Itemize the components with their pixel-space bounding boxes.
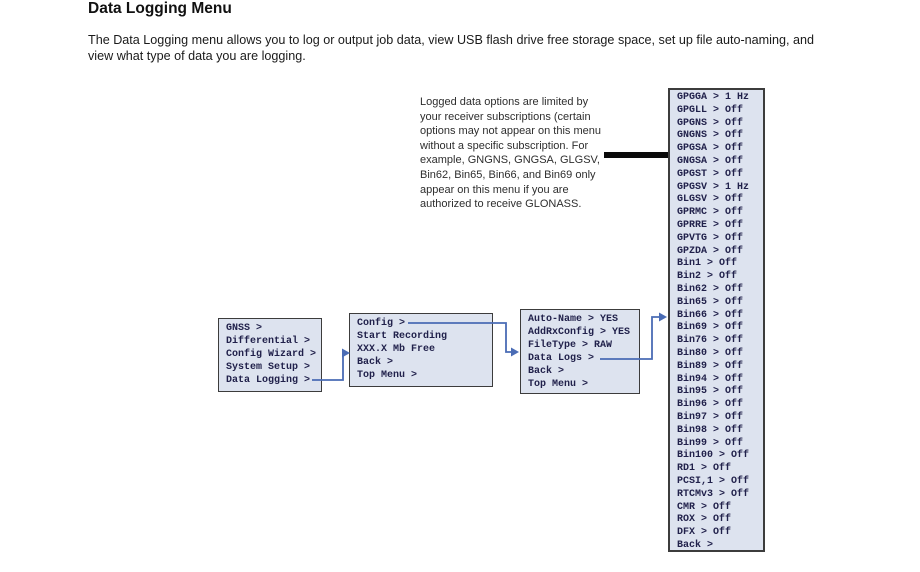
note-line: your receiver subscriptions (certain — [420, 110, 591, 123]
callout-bar — [604, 152, 668, 158]
menu-item: PCSI,1 > Off — [677, 475, 750, 487]
menu-item: GNGSA > Off — [677, 155, 744, 167]
note-line: without a specific subscription. For — [420, 139, 589, 152]
menu-item: Top Menu > — [528, 379, 589, 390]
menu-item: AddRxConfig > YES — [528, 327, 631, 338]
menu-item: GPVTG > Off — [677, 232, 744, 244]
menu-item: Bin66 > Off — [677, 309, 744, 321]
menu-item: Bin62 > Off — [677, 283, 744, 295]
menu-item: RD1 > Off — [677, 463, 732, 475]
menu-item: GPZDA > Off — [677, 245, 744, 257]
menu-item: XXX.X Mb Free — [357, 344, 436, 355]
menu-item: DFX > Off — [677, 527, 732, 539]
menu-item: Bin69 > Off — [677, 322, 744, 334]
menu-item: Bin65 > Off — [677, 296, 744, 308]
note-line: appear on this menu if you are — [420, 183, 569, 196]
menu-item: Data Logging > — [226, 375, 311, 386]
page-title: Data Logging Menu — [88, 0, 232, 17]
menu-item: Bin89 > Off — [677, 360, 744, 372]
menu-item: RTCMv3 > Off — [677, 488, 750, 500]
menu-item: GPRMC > Off — [677, 207, 744, 219]
menu-item: Back > — [357, 357, 394, 368]
menu-item: GPRRE > Off — [677, 219, 744, 231]
menu-item: Bin99 > Off — [677, 437, 744, 449]
note-line: options may not appear on this menu — [420, 125, 602, 138]
menu-item: Start Recording — [357, 331, 448, 342]
menu-item: Bin2 > Off — [677, 271, 738, 283]
menu-item: GPGNS > Off — [677, 117, 744, 129]
menu-item: ROX > Off — [677, 514, 732, 526]
menu-item: GPGST > Off — [677, 168, 744, 180]
menu-item: GPGLL > Off — [677, 104, 744, 116]
arrowhead-into-config-box — [511, 347, 519, 357]
menu-item: Bin97 > Off — [677, 411, 744, 423]
menu-item: Data Logs > — [528, 353, 595, 364]
subscription-note: Logged data options are limited by your r… — [420, 95, 620, 212]
menu-item: Config > — [357, 318, 406, 329]
note-line: Bin62, Bin65, Bin66, and Bin69 only — [420, 168, 596, 181]
menu-item: Bin76 > Off — [677, 335, 744, 347]
menu-item: System Setup > — [226, 362, 311, 373]
menu-item: Bin98 > Off — [677, 424, 744, 436]
menu-box-config: Auto-Name > YES AddRxConfig > YES FileType… — [520, 309, 640, 394]
arrowhead-into-datalogs-box — [659, 312, 667, 322]
menu-box-main: GNSS > Differential > Config Wizard > Syste… — [218, 318, 322, 392]
menu-item: GPGSV > 1 Hz — [677, 181, 750, 193]
menu-item: GNGNS > Off — [677, 130, 744, 142]
menu-item: Config Wizard > — [226, 349, 317, 360]
note-line: authorized to receive GLONASS. — [420, 198, 582, 211]
menu-item: Auto-Name > YES — [528, 314, 619, 325]
menu-item: Bin100 > Off — [677, 450, 750, 462]
menu-item: GPGSA > Off — [677, 143, 744, 155]
menu-item: Bin95 > Off — [677, 386, 744, 398]
menu-item: Bin94 > Off — [677, 373, 744, 385]
note-line: example, GNGNS, GNGSA, GLGSV, — [420, 154, 600, 167]
menu-item: Bin1 > Off — [677, 258, 738, 270]
intro-paragraph: The Data Logging menu allows you to log … — [88, 33, 814, 63]
menu-item: Bin96 > Off — [677, 399, 744, 411]
menu-item: CMR > Off — [677, 501, 732, 513]
menu-item: Back > — [528, 366, 565, 377]
note-line: Logged data options are limited by — [420, 96, 589, 108]
menu-item: Top Menu > — [357, 370, 418, 381]
menu-item: GLGSV > Off — [677, 194, 744, 206]
menu-item: Differential > — [226, 336, 311, 347]
menu-item: GPGGA > 1 Hz — [677, 92, 750, 103]
menu-item: GNSS > — [226, 323, 263, 334]
menu-item: Bin80 > Off — [677, 347, 744, 359]
menu-item: FileType > RAW — [528, 340, 613, 351]
menu-item: Back > — [677, 539, 714, 551]
